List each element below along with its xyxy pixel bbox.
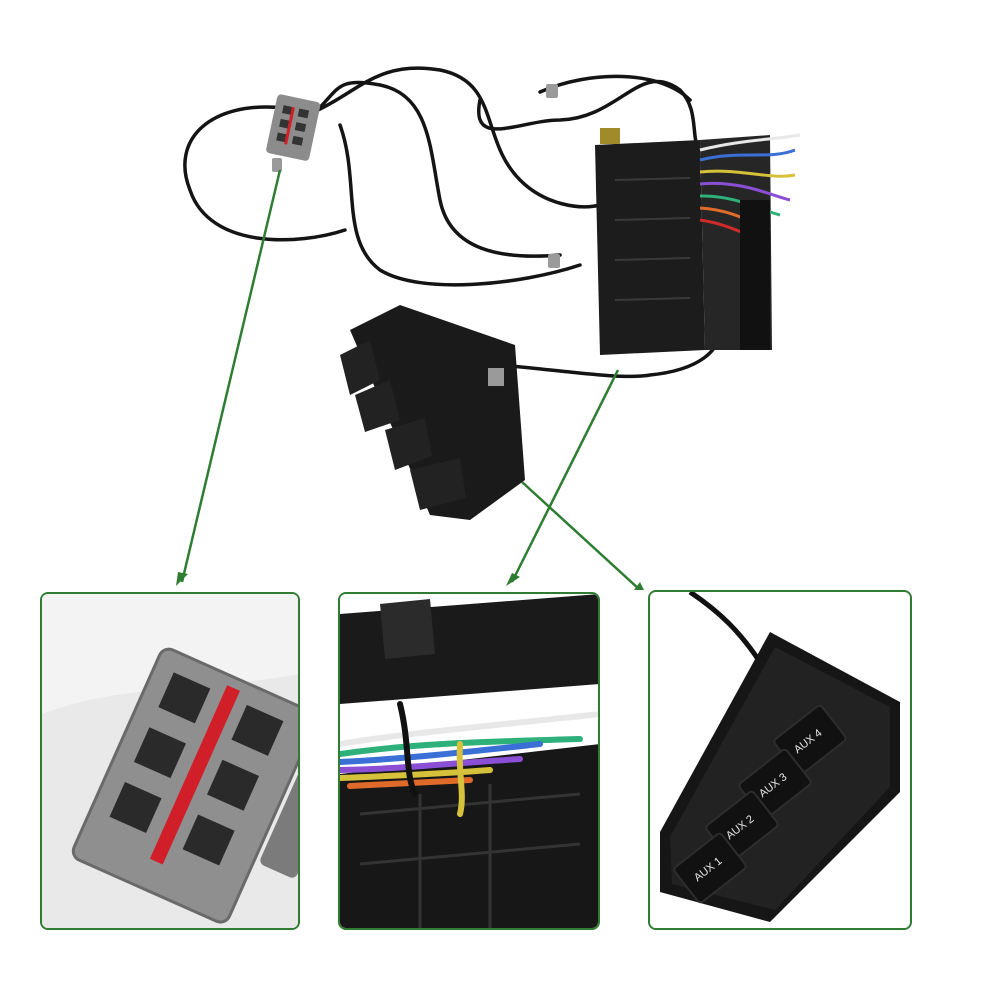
arrow-heads (176, 572, 644, 590)
relay-closeup-image (340, 594, 598, 928)
switch-closeup-image: AUX 4 AUX 3 AUX 2 AUX 1 (650, 592, 910, 928)
aux-button-group: AUX 4 AUX 3 AUX 2 AUX 1 (673, 704, 847, 904)
relay-box (595, 128, 801, 355)
main-photo (176, 66, 801, 590)
wire-clip (272, 158, 282, 172)
switch-panel-main (340, 305, 525, 520)
relay-closeup-panel (338, 592, 600, 930)
switch-closeup-panel: AUX 4 AUX 3 AUX 2 AUX 1 (648, 590, 912, 930)
gray-connector (266, 94, 321, 161)
connector-closeup-panel (40, 592, 300, 930)
wire-clip (546, 84, 558, 98)
wire-clip (548, 254, 560, 268)
callout-arrows (180, 169, 641, 590)
wire-harness (183, 66, 722, 379)
connector-closeup-image (42, 594, 298, 928)
